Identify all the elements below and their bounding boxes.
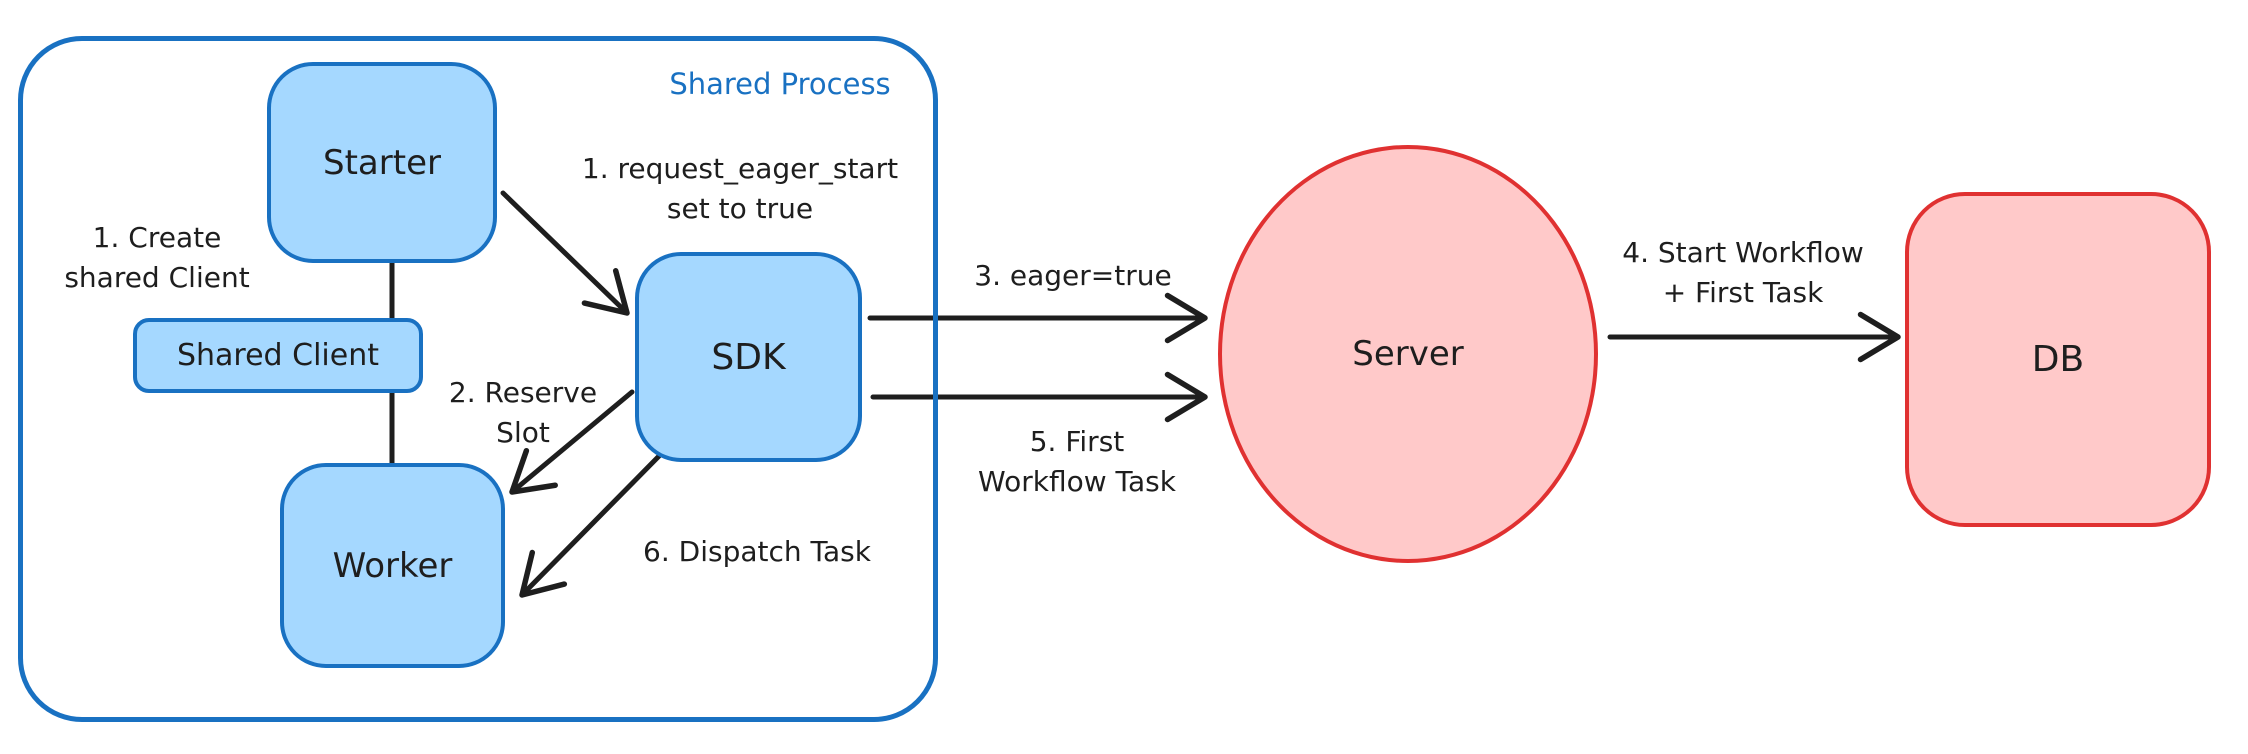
arrow-reserve-slot	[509, 389, 635, 495]
node-sdk: SDK	[635, 252, 862, 462]
annotation-line: 2. Reserve	[448, 376, 598, 409]
node-worker-label: Worker	[332, 545, 453, 586]
annotation-eager-true: 3. eager=true	[974, 256, 1171, 296]
annotation-reserve-slot: 2. Reserve Slot	[449, 373, 597, 453]
annotation-first-workflow-task: 5. First Workflow Task	[978, 422, 1176, 502]
node-server-label: Server	[1352, 334, 1464, 374]
node-shared-client-label: Shared Client	[176, 338, 379, 373]
annotation-start-workflow: 4. Start Workflow + First Task	[1622, 233, 1864, 313]
node-server: Server	[1218, 145, 1598, 563]
annotation-create-shared-client: 1. Create shared Client	[64, 218, 249, 298]
node-starter-label: Starter	[323, 142, 441, 183]
annotation-line: 3. eager=true	[974, 259, 1172, 292]
annotation-line: Workflow Task	[978, 465, 1176, 498]
annotation-line: set to true	[666, 192, 814, 225]
annotation-line: 5. First	[1029, 425, 1125, 458]
node-worker: Worker	[280, 463, 505, 668]
arrow-dispatch-task	[519, 449, 666, 598]
shared-process-label: Shared Process	[669, 67, 891, 101]
node-shared-client: Shared Client	[133, 318, 423, 393]
annotation-line: shared Client	[64, 261, 250, 294]
arrow-request-eager-start	[500, 190, 630, 316]
annotation-request-eager-start: 1. request_eager_start set to true	[582, 149, 898, 229]
annotation-line: 4. Start Workflow	[1622, 236, 1864, 269]
shared-process-group	[18, 36, 938, 722]
annotation-line: 6. Dispatch Task	[643, 535, 871, 568]
annotation-line: + First Task	[1662, 276, 1824, 309]
annotation-line: Slot	[496, 416, 550, 449]
node-starter: Starter	[267, 62, 497, 263]
annotation-line: 1. Create	[92, 221, 222, 254]
annotation-line: 1. request_eager_start	[581, 152, 899, 185]
node-db-label: DB	[2031, 339, 2085, 380]
annotation-dispatch-task: 6. Dispatch Task	[643, 532, 871, 572]
node-db: DB	[1905, 192, 2211, 527]
node-sdk-label: SDK	[711, 336, 786, 378]
